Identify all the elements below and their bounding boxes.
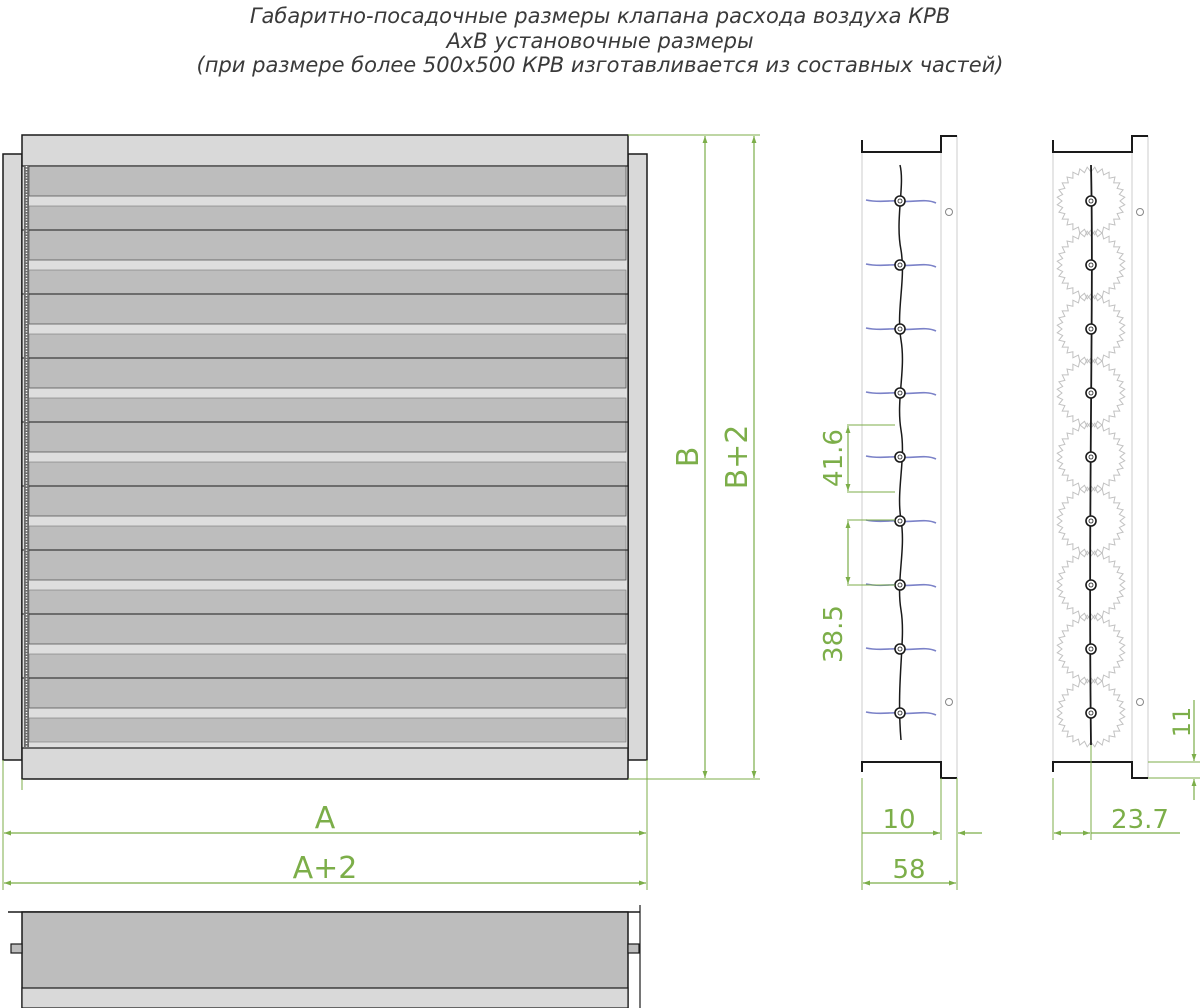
gear-pivot-hole [1088,262,1094,268]
side-profile-top-2 [1052,135,1148,153]
side-view-1: 41.6 38.5 10 58 [819,135,982,890]
gear-pivot-hole [1088,390,1094,396]
dim-label-b: B [671,447,706,468]
dim-label-depth: 58 [892,855,925,885]
blade-lower [28,589,627,615]
gear-pivot-hole [1088,646,1094,652]
blade-lower [28,397,627,423]
gear-pivot-hole [1088,710,1094,716]
blade-upper [28,549,627,581]
gear-outline [1056,678,1126,748]
blade-upper [28,293,627,325]
gear-outline [1056,486,1126,556]
blade-upper [28,677,627,709]
pivot-hole [897,646,903,652]
gear-outline [1056,166,1126,236]
dim-label-gear: 23.7 [1111,805,1169,835]
pivot-hole [897,262,903,268]
blade-set [22,165,628,743]
blade-lower [28,205,627,231]
pivot-hole [897,326,903,332]
blade-lower [28,333,627,359]
gear-axes [1085,195,1097,719]
dim-label-pitch: 41.6 [819,429,849,487]
dim-label-edge: 11 [1168,707,1196,738]
left-flange [2,153,23,761]
dim-label-b2: B+2 [720,425,755,490]
side-profile-top-1 [861,135,957,153]
bottom-stub-left [10,943,23,954]
gear-outline [1056,358,1126,428]
blade-upper [28,485,627,517]
gear-outline [1056,230,1126,300]
drawing-title: Габаритно-посадочные размеры клапана рас… [0,4,1200,78]
blade-upper [28,165,627,197]
title-line-2: АхВ установочные размеры [446,28,754,53]
pivot-hole [897,390,903,396]
blade-upper [28,357,627,389]
linkage-rod [898,164,904,741]
bottom-stub-right [627,943,640,954]
gear-pivot-hole [1088,198,1094,204]
blade-lower [28,461,627,487]
blade-upper [28,613,627,645]
gear-outline [1056,614,1126,684]
gear-pivot-hole [1088,326,1094,332]
title-line-3: (при размере более 500х500 КРВ изготавли… [196,53,1004,77]
dim-label-pitch-2: 38.5 [819,605,849,663]
gear-outline [1056,294,1126,364]
blade-lower [28,717,627,743]
blade-area [21,165,629,749]
blade-lower [28,653,627,679]
blade-lower [28,269,627,295]
bottom-view [8,905,641,1008]
side-profile-bottom-2 [1052,761,1148,779]
gear-outline [1056,422,1126,492]
right-flange [627,153,648,761]
gear-pivot-hole [1088,582,1094,588]
front-view: A A+2 B B+2 [2,134,760,890]
pivot-hole [897,518,903,524]
gear-outline [1056,550,1126,620]
blade-upper [28,229,627,261]
pivot-hole [897,198,903,204]
gear-train [1056,166,1126,748]
dim-label-a2: A+2 [293,851,358,886]
blade-axes [865,195,937,719]
pivot-hole [897,454,903,460]
linkage-bar [24,166,29,748]
blade-upper [28,421,627,453]
side-view-2: 23.7 11 [1052,135,1200,840]
gear-pivot-hole [1088,518,1094,524]
dim-label-flange: 10 [882,805,915,835]
blade-lower [28,525,627,551]
pivot-hole [897,582,903,588]
title-line-1: Габаритно-посадочные размеры клапана рас… [249,4,951,28]
dim-label-a: A [315,801,336,836]
pivot-hole [897,710,903,716]
gear-pivot-hole [1088,454,1094,460]
side-profile-bottom-1 [861,761,957,779]
